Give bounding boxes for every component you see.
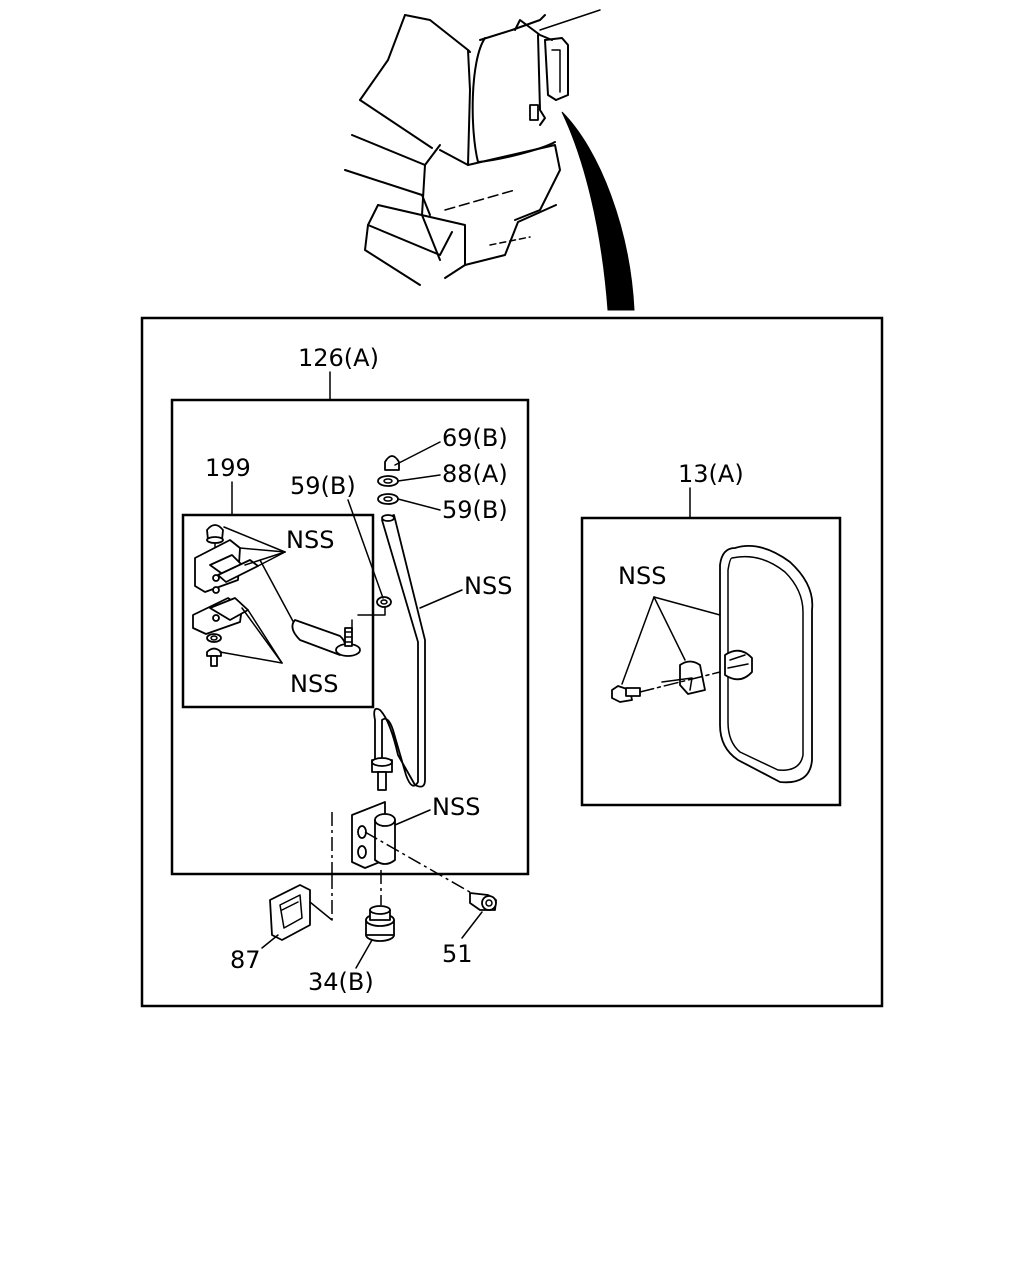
bracket-assembly [192,524,386,667]
assembly-199-frame [181,513,375,709]
bolt-51 [469,892,497,911]
vehicle-outline [344,9,601,286]
bushing-34b [365,905,395,942]
detail-callout-arrow [561,111,635,311]
assembly-126a-frame [170,398,530,876]
label-199: 199 [205,454,251,482]
label-nss-mirror: NSS [618,562,666,590]
hinge-bracket [351,801,396,869]
label-34b: 34(B) [308,968,374,996]
label-126a: 126(A) [298,344,379,372]
label-88a: 88(A) [442,460,508,488]
label-nss-bracket-bottom: NSS [290,670,338,698]
label-nss-arm: NSS [464,572,512,600]
label-69b: 69(B) [442,424,508,452]
mirror-arm [371,455,426,791]
label-87: 87 [230,946,261,974]
label-nss-bracket-top: NSS [286,526,334,554]
label-13a: 13(A) [678,460,744,488]
mirror-head [611,544,814,784]
label-59b-top: 59(B) [442,496,508,524]
gasket-87 [269,884,311,941]
label-nss-hinge: NSS [432,793,480,821]
label-51: 51 [442,940,473,968]
detail-frame [140,316,884,1008]
label-59b-left: 59(B) [290,472,356,500]
mirror-13a-frame [580,516,842,807]
vehicle-mirror-icon [514,19,569,126]
